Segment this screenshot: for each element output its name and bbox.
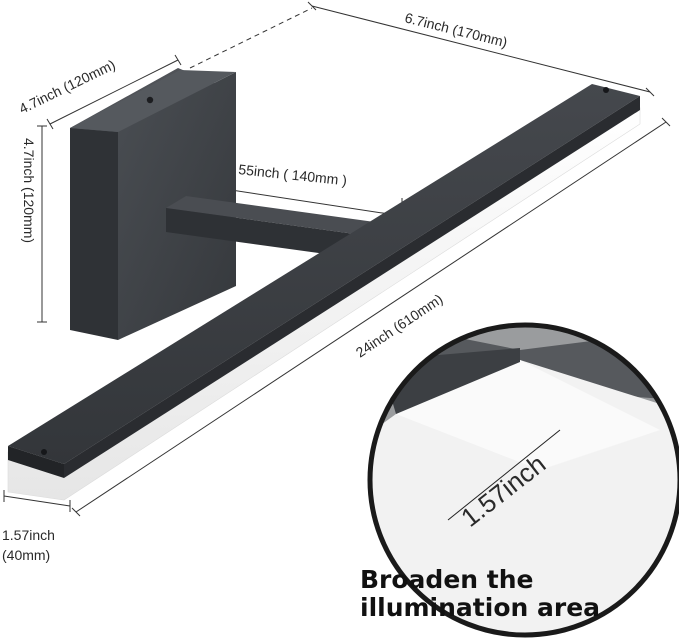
screw-icon [146, 96, 154, 104]
dim-plate-height: 4.7inch (120mm) [21, 138, 37, 243]
light-bar [7, 84, 641, 501]
dim-plate-width: 4.7inch (120mm) [16, 56, 117, 116]
screw-icon [603, 87, 609, 93]
caption: Broaden the illumination area [360, 566, 660, 622]
dim-arm-length: 55inch ( 140mm ) [238, 161, 348, 188]
wall-plate [70, 68, 236, 340]
dim-bar-height-left-mm: (40mm) [2, 547, 50, 563]
screw-icon [41, 449, 47, 455]
dim-bar-height-left: 1.57inch [2, 527, 55, 543]
caption-line-1: Broaden the [360, 565, 534, 594]
dim-top-depth: 6.7inch (170mm) [403, 9, 509, 50]
caption-line-2: illumination area [360, 593, 601, 622]
zoom-border [367, 322, 679, 638]
